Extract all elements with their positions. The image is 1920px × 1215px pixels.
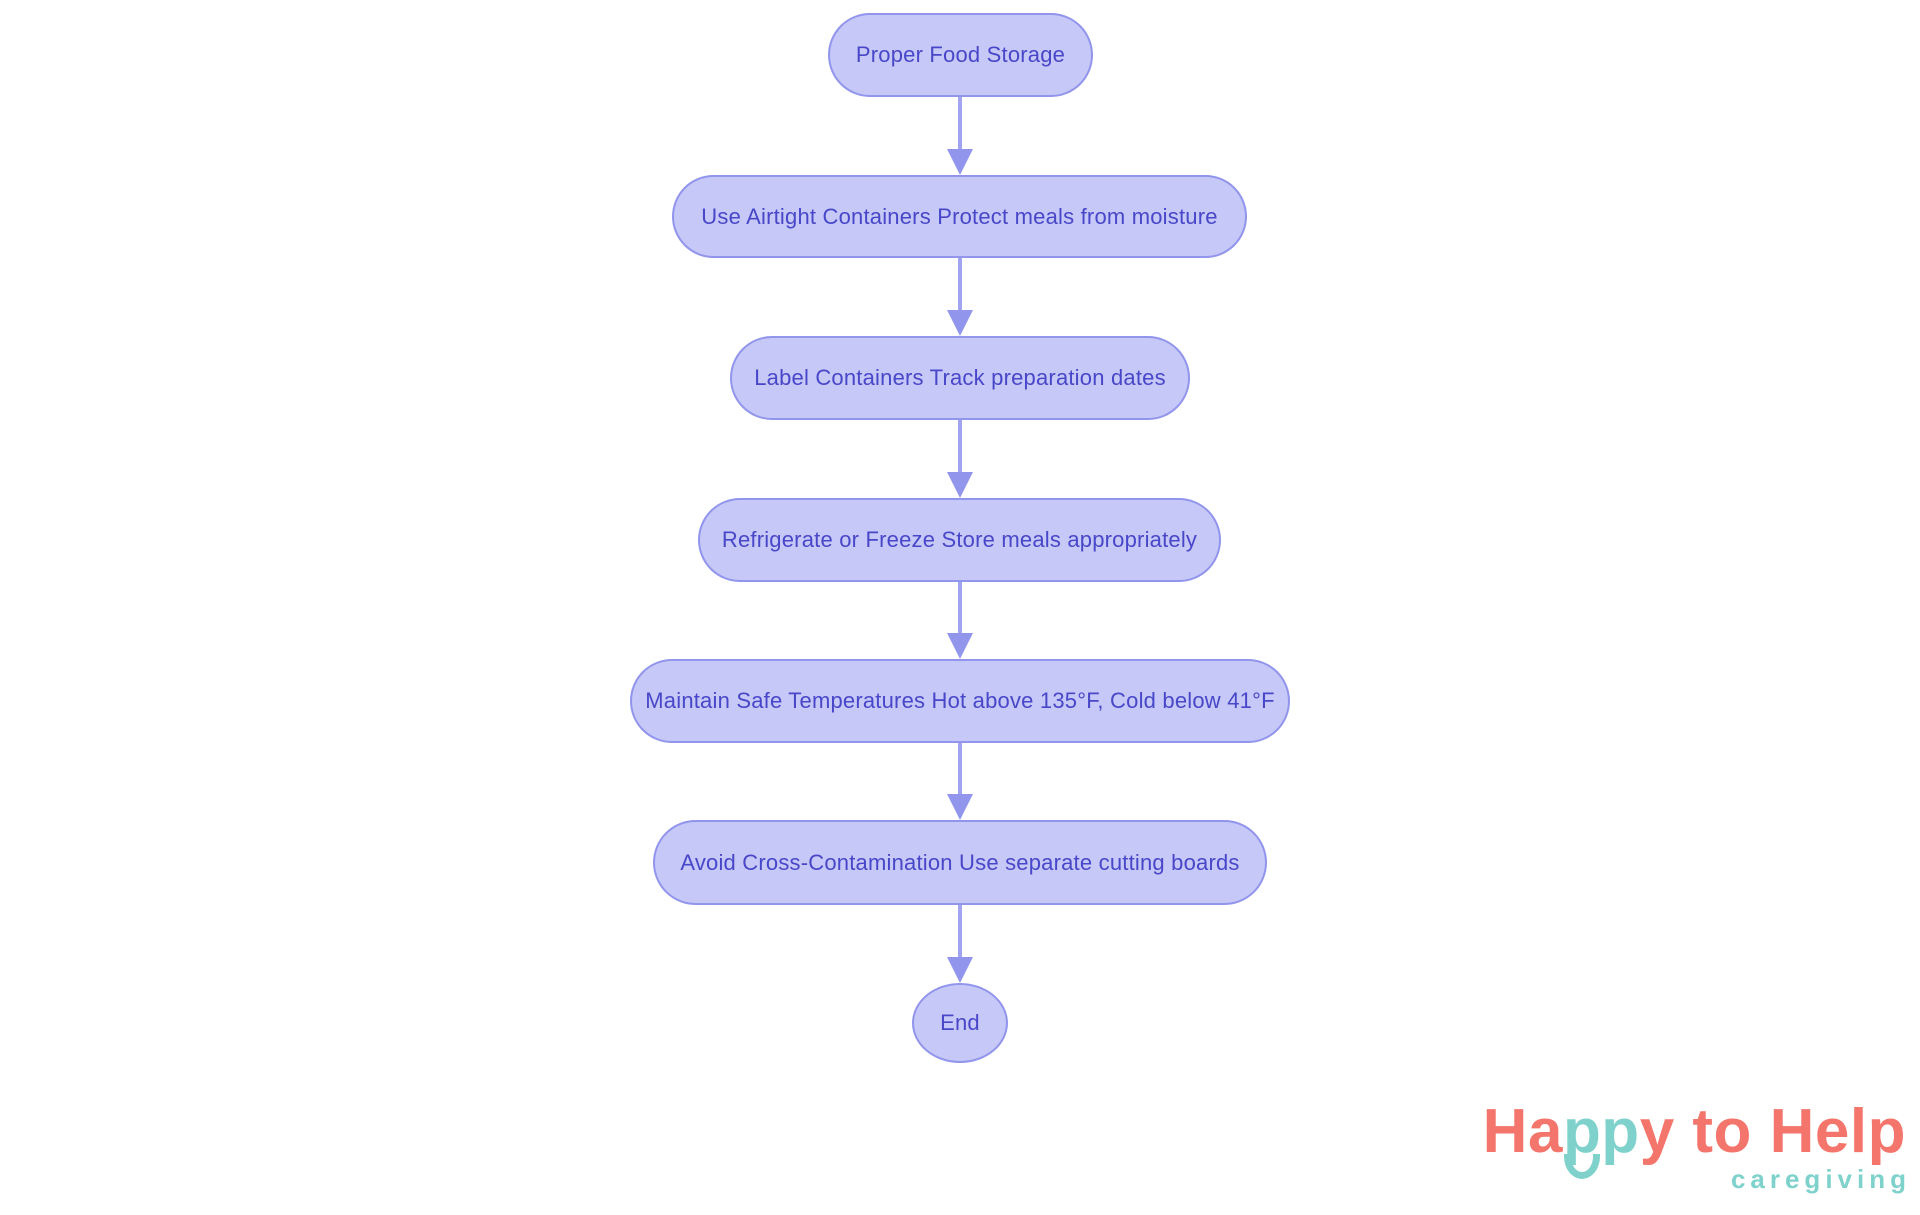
logo-wordmark-teal-text: pp [1562, 1097, 1640, 1166]
flow-node-airtight-containers: Use Airtight Containers Protect meals fr… [672, 175, 1247, 258]
flow-node-refrigerate-freeze: Refrigerate or Freeze Store meals approp… [698, 498, 1221, 582]
arrow-line [958, 905, 962, 961]
logo-wordmark-teal: pp [1563, 1101, 1640, 1179]
arrow-line [958, 743, 962, 798]
flow-arrow-1 [947, 97, 973, 175]
arrow-head-icon [947, 472, 973, 498]
flow-arrow-3 [947, 420, 973, 498]
arrow-line [958, 97, 962, 153]
flow-node-start: Proper Food Storage [828, 13, 1093, 97]
flow-arrow-4 [947, 582, 973, 659]
flow-node-safe-temperatures: Maintain Safe Temperatures Hot above 135… [630, 659, 1290, 743]
arrow-line [958, 258, 962, 314]
flow-arrow-5 [947, 743, 973, 820]
arrow-line [958, 420, 962, 476]
logo-wordmark-coral-1: Ha [1482, 1097, 1563, 1166]
arrow-line [958, 582, 962, 637]
arrow-head-icon [947, 149, 973, 175]
arrow-head-icon [947, 794, 973, 820]
arrow-head-icon [947, 310, 973, 336]
flow-arrow-6 [947, 905, 973, 983]
smile-icon [1563, 1154, 1600, 1179]
flow-node-end: End [912, 983, 1008, 1063]
logo-subtitle: caregiving [1730, 1164, 1911, 1194]
arrow-head-icon [947, 633, 973, 659]
flow-arrow-2 [947, 258, 973, 336]
arrow-head-icon [947, 957, 973, 983]
logo-wordmark-coral-2: y to Help [1639, 1097, 1906, 1166]
flow-node-cross-contamination: Avoid Cross-Contamination Use separate c… [653, 820, 1267, 905]
flow-node-label-containers: Label Containers Track preparation dates [730, 336, 1190, 420]
